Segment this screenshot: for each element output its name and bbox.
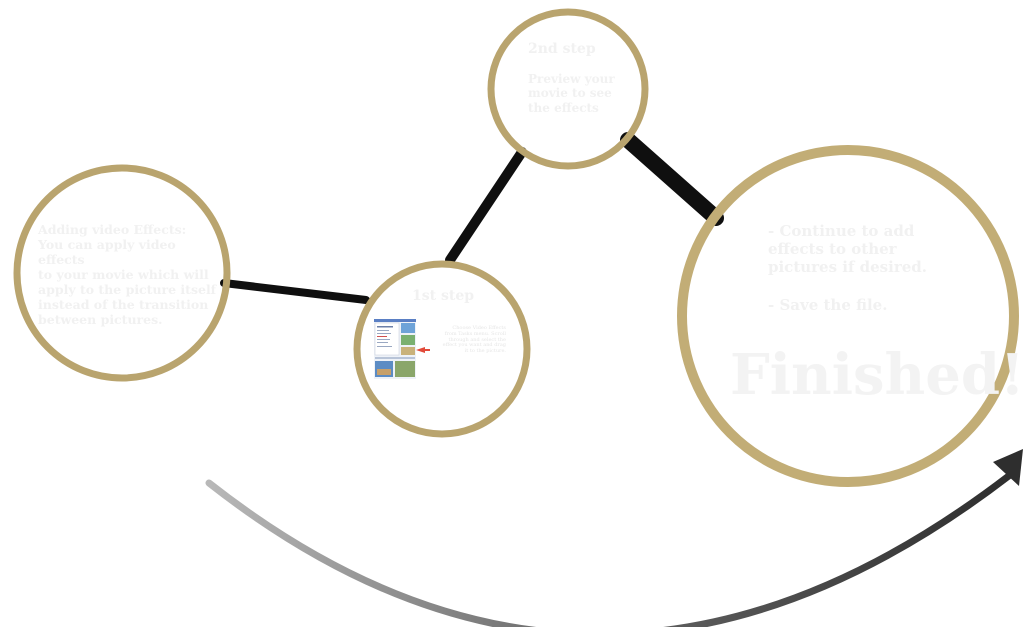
- connector-step2-finish: [620, 132, 724, 226]
- movie-maker-screenshot-icon: [374, 319, 416, 379]
- circle-step1[interactable]: [353, 260, 531, 438]
- curved-arrow-icon: [205, 471, 1014, 627]
- finish-list: - Continue to add effects to other pictu…: [768, 222, 938, 334]
- connector-step1-step2: [445, 147, 527, 265]
- step1-title: 1st step: [412, 288, 475, 304]
- step1-note: Choose Video Effects from Tasks menu. Sc…: [442, 325, 506, 354]
- finish-item-2: - Save the file.: [768, 296, 888, 314]
- finish-item-1: - Continue to add effects to other pictu…: [768, 222, 927, 276]
- intro-line-1: You can apply video effects: [38, 237, 176, 267]
- arrow-head-icon: [993, 449, 1023, 486]
- step2-title: 2nd step: [528, 41, 596, 57]
- intro-line-2: to your movie which will: [38, 267, 209, 282]
- circle-step2[interactable]: [487, 8, 649, 170]
- intro-line-3: apply to the picture itself: [38, 282, 217, 297]
- finished-label: Finished!: [730, 342, 1023, 408]
- step2-body: Preview your movie to see the effects: [528, 72, 615, 115]
- pointer-arrow-icon: [416, 347, 430, 353]
- intro-line-4: instead of the transition: [38, 297, 209, 312]
- intro-line-5: between pictures.: [38, 312, 163, 327]
- intro-title: Adding video Effects:: [38, 222, 187, 237]
- connector-intro-step1: [220, 279, 370, 304]
- circle-finish[interactable]: [677, 145, 1019, 487]
- intro-text: Adding video Effects: You can apply vide…: [38, 222, 218, 327]
- circle-intro[interactable]: [13, 164, 231, 382]
